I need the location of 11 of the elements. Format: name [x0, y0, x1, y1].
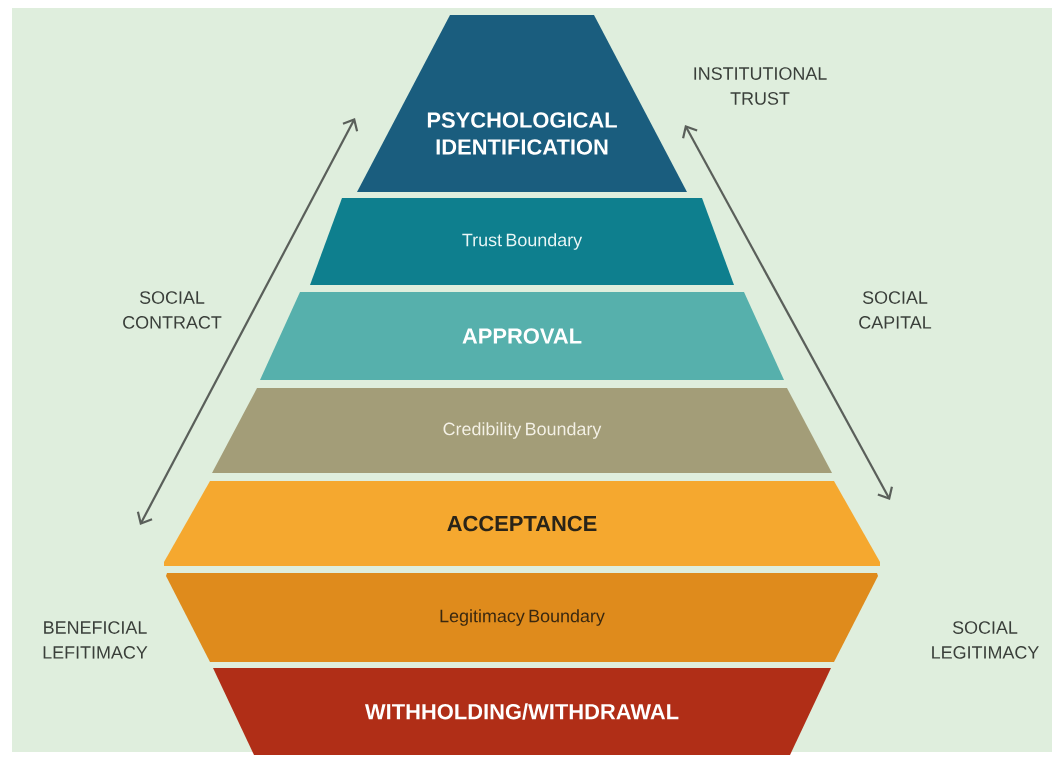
- pyramid-band: Credibility Boundary: [212, 388, 832, 473]
- pyramid-band: WITHHOLDING/WITHDRAWAL: [213, 668, 831, 755]
- side-label: SOCIAL CAPITAL: [859, 291, 932, 329]
- pyramid-band: Trust Boundary: [310, 198, 734, 285]
- pyramid-band: Legitimacy Boundary: [166, 573, 878, 662]
- pyramid-band: PSYCHOLOGICAL IDENTIFICATION: [357, 15, 687, 192]
- pyramid-band: ACCEPTANCE: [164, 481, 880, 566]
- pyramid-band: APPROVAL: [260, 292, 784, 380]
- side-label: BENEFICIAL LEFITIMACY: [43, 621, 148, 659]
- side-label: SOCIAL LEGITIMACY: [932, 621, 1039, 659]
- side-label: SOCIAL CONTRACT: [123, 291, 222, 329]
